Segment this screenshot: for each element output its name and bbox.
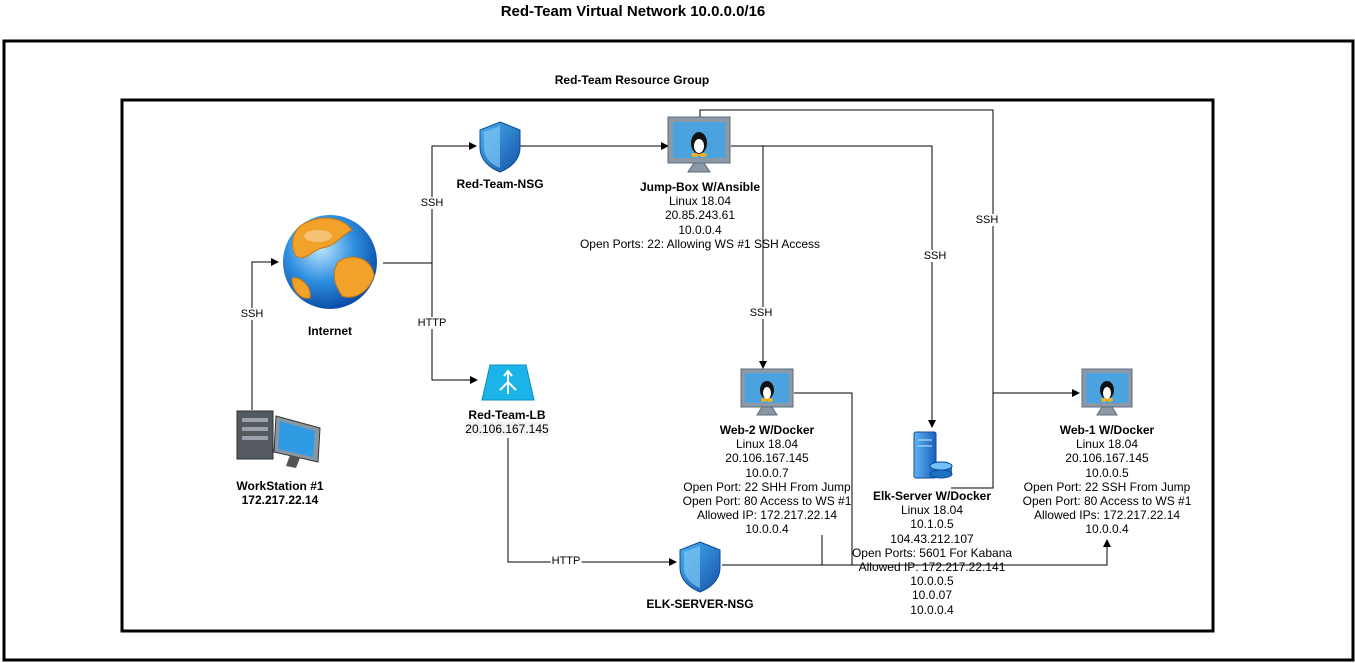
web1-line: Linux 18.04 (1075, 437, 1139, 452)
shield-icon (479, 121, 521, 173)
globe-icon (283, 215, 377, 309)
workstation-node: WorkStation #1 172.217.22.14 (236, 479, 323, 507)
elk-line: 104.43.212.107 (890, 531, 974, 546)
shield-icon (679, 541, 721, 593)
web2-line: Open Port: 22 SHH From Jump (683, 479, 851, 494)
resource-group-title: Red-Team Resource Group (554, 73, 710, 87)
jumpbox-label: Jump-Box W/Ansible (639, 180, 760, 194)
nsg-node: Red-Team-NSG (456, 177, 543, 191)
jumpbox-line: 20.85.243.61 (664, 208, 736, 223)
edge-elknsg-right (722, 539, 1111, 566)
web1-node: Web-1 W/Docker Linux 18.04 20.106.167.14… (1023, 423, 1192, 537)
edge-lb-elknsg (507, 438, 677, 566)
edge-label-lb-elknsg: HTTP (550, 555, 582, 567)
edge-label-jump-web1: SSH (974, 214, 1000, 226)
edge-label-internet-nsg: SSH (419, 197, 445, 209)
web1-line: 20.106.167.145 (1065, 451, 1149, 466)
web1-line: 10.0.0.4 (1085, 522, 1129, 537)
elk-label: Elk-Server W/Docker (872, 489, 992, 503)
lb-ip: 20.106.167.145 (464, 422, 550, 437)
web1-line: 10.0.0.5 (1085, 465, 1129, 480)
web2-line: 10.0.0.4 (745, 522, 789, 537)
web2-line: Linux 18.04 (735, 437, 799, 452)
elk-line: 10.0.0.5 (910, 574, 954, 589)
edge-label-jump-elk: SSH (922, 250, 948, 262)
elk-line: Allowed IP: 172.217.22.141 (858, 560, 1006, 575)
edge-jump-web1 (699, 109, 1080, 397)
jumpbox-line: Open Ports: 22: Allowing WS #1 SSH Acces… (579, 236, 821, 251)
load-balancer-icon (481, 364, 535, 401)
web1-line: Open Port: 80 Access to WS #1 (1022, 494, 1192, 509)
jumpbox-line: 10.0.0.4 (678, 222, 722, 237)
edge-label-jump-web2: SSH (748, 307, 774, 319)
server-icon (913, 431, 953, 479)
workstation-label: WorkStation #1 (236, 479, 324, 493)
jumpbox-line: Linux 18.04 (668, 194, 732, 209)
vnet-boundary (2, 39, 1355, 662)
internet-label: Internet (307, 324, 353, 338)
elk-line: 10.0.07 (911, 588, 953, 603)
elk-nsg-node: ELK-SERVER-NSG (646, 597, 753, 611)
linux-vm-icon (667, 116, 731, 173)
elk-node: Elk-Server W/Docker Linux 18.04 10.1.0.5… (852, 489, 1012, 617)
web2-line: 10.0.0.7 (745, 465, 789, 480)
lb-label: Red-Team-LB (468, 408, 546, 422)
edge-to-lb (431, 263, 478, 384)
web2-line: Allowed IP: 172.217.22.14 (696, 508, 838, 523)
web2-line: 20.106.167.145 (725, 451, 809, 466)
resource-group-boundary (120, 98, 1215, 633)
elk-line: Open Ports: 5601 For Kabana (851, 545, 1013, 560)
linux-vm-icon (740, 368, 794, 416)
connectors (251, 109, 1111, 566)
edge-label-ws-internet: SSH (239, 308, 265, 320)
web1-line: Allowed IPs: 172.217.22.14 (1033, 508, 1181, 523)
jumpbox-node: Jump-Box W/Ansible Linux 18.04 20.85.243… (580, 180, 820, 251)
computer-icon (236, 410, 321, 468)
edge-web2-right (794, 392, 853, 565)
network-title: Red-Team Virtual Network 10.0.0.0/16 (500, 3, 766, 20)
elk-line: 10.0.0.4 (910, 602, 954, 617)
web2-label: Web-2 W/Docker (719, 423, 815, 437)
nsg-label: Red-Team-NSG (456, 177, 544, 191)
web2-node: Web-2 W/Docker Linux 18.04 20.106.167.14… (683, 423, 852, 537)
linux-vm-icon (1081, 368, 1133, 416)
web2-line: Open Port: 80 Access to WS #1 (682, 494, 852, 509)
elk-nsg-label: ELK-SERVER-NSG (646, 597, 754, 611)
elk-line: 10.1.0.5 (910, 517, 954, 532)
web1-label: Web-1 W/Docker (1059, 423, 1155, 437)
web1-line: Open Port: 22 SSH From Jump (1023, 479, 1191, 494)
edge-jump-elk (731, 145, 936, 428)
workstation-ip: 172.217.22.14 (241, 493, 319, 508)
edge-label-internet-lb: HTTP (416, 317, 448, 329)
elk-line: Linux 18.04 (900, 503, 964, 518)
edge-to-nsg (431, 142, 477, 263)
lb-node: Red-Team-LB 20.106.167.145 (464, 408, 550, 437)
edge-ws-internet (251, 258, 279, 410)
internet-node: Internet (308, 324, 352, 338)
edge-web1-elk-branch (951, 393, 994, 489)
